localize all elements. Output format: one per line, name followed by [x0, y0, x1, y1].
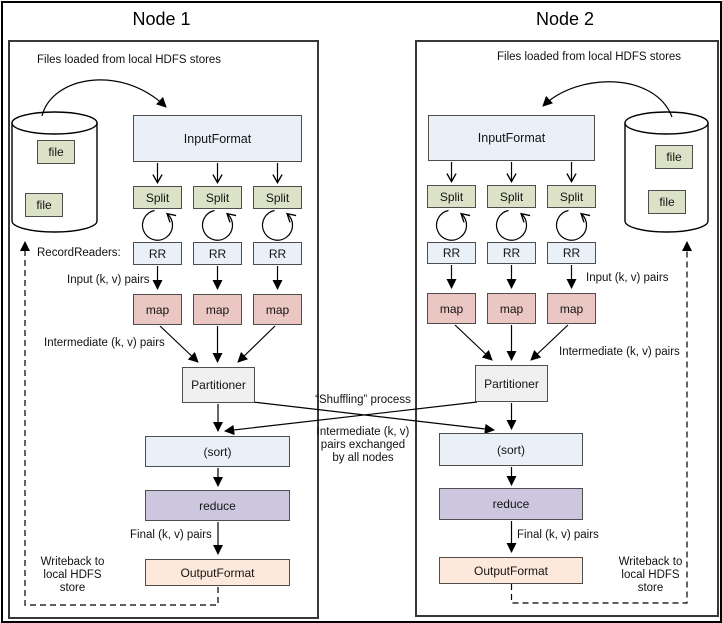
node1-file-box: file: [25, 193, 63, 217]
node2-partitioner-box: Partitioner: [475, 365, 548, 402]
node1-map-box: map: [253, 294, 302, 325]
node2-map-box: map: [487, 293, 536, 324]
node1-final-pairs-label: Final (k, v) pairs: [130, 529, 212, 541]
shuffle-line-node2-to-node1: [223, 401, 478, 436]
node1-writeback-dashed-path: [19, 240, 219, 606]
node1-inputformat-box: InputFormat: [133, 115, 302, 162]
node2-outputformat-box: OutputFormat: [439, 557, 583, 584]
node1-sort-box: (sort): [145, 436, 290, 467]
node2-files-loaded-label: Files loaded from local HDFS stores: [497, 51, 682, 63]
node1-split-loop-arrow: [261, 209, 297, 241]
node1-title: Node 1: [132, 9, 191, 29]
node2-writeback-label: Writeback to local HDFS store: [618, 556, 683, 594]
node2-map-box: map: [547, 293, 596, 324]
node1-rr-box: RR: [193, 242, 242, 265]
node1-map-box: map: [133, 294, 182, 325]
node1-partitioner-box: Partitioner: [182, 367, 255, 403]
node2-load-curve-arrow: [542, 81, 673, 118]
shuffle-line-node1-to-node2: [252, 401, 496, 435]
node2-file-box: file: [655, 145, 693, 169]
node2-input-pairs-label: Input (k, v) pairs: [586, 272, 669, 284]
node2-split-loop-arrow: [495, 209, 531, 241]
node1-split-loop-arrow: [141, 209, 177, 241]
node1-split-box: Split: [253, 186, 302, 209]
node2-rr-box: RR: [427, 242, 476, 264]
node2-file-box: file: [648, 190, 686, 214]
node2-sort-box: (sort): [439, 433, 583, 466]
node2-split-box: Split: [547, 185, 596, 208]
node1-rr-box: RR: [133, 242, 182, 265]
node1-split-box: Split: [193, 186, 242, 209]
shuffle-arrows: [223, 401, 496, 436]
node1-load-curve-arrow: [41, 79, 167, 117]
node1-container: [8, 40, 319, 619]
node1-rr-box: RR: [253, 242, 302, 265]
node1-split-box: Split: [133, 186, 182, 209]
node2-split-box: Split: [487, 185, 536, 208]
node2-inputformat-box: InputFormat: [428, 115, 595, 161]
node1-reduce-box: reduce: [145, 490, 290, 521]
node2-container: [415, 40, 719, 617]
node2-title: Node 2: [535, 9, 595, 29]
node1-writeback-label: Writeback to local HDFS store: [40, 556, 105, 594]
node1-file-box: file: [37, 140, 75, 164]
node2-final-pairs-label: Final (k, v) pairs: [517, 529, 599, 541]
node2-reduce-box: reduce: [439, 488, 583, 520]
node2-split-loop-arrow: [555, 209, 591, 241]
shuffling-process-label: “Shuffling” process: [315, 394, 411, 406]
intermediate-exchange-label: Intermediate (k, v) pairs exchanged by a…: [316, 426, 410, 464]
node1-map-box: map: [193, 294, 242, 325]
node2-split-loop-arrow: [435, 209, 471, 241]
node2-split-box: Split: [427, 185, 476, 208]
node1-input-pairs-label: Input (k, v) pairs: [67, 274, 150, 286]
node2-map-box: map: [427, 293, 476, 324]
node2-rr-box: RR: [487, 242, 536, 264]
node1-split-loop-arrow: [201, 209, 237, 241]
node2-arrows: [435, 81, 693, 604]
node2-intermediate-pairs-label: Intermediate (k, v) pairs: [559, 346, 680, 358]
node1-intermediate-pairs-label: Intermediate (k, v) pairs: [44, 337, 165, 349]
node1-recordreaders-label: RecordReaders:: [37, 247, 121, 259]
node1-files-loaded-label: Files loaded from local HDFS stores: [37, 54, 222, 66]
node2-writeback-dashed-path: [510, 240, 693, 604]
node2-rr-box: RR: [547, 242, 596, 264]
node1-arrows: [19, 79, 297, 606]
node1-outputformat-box: OutputFormat: [145, 559, 290, 586]
